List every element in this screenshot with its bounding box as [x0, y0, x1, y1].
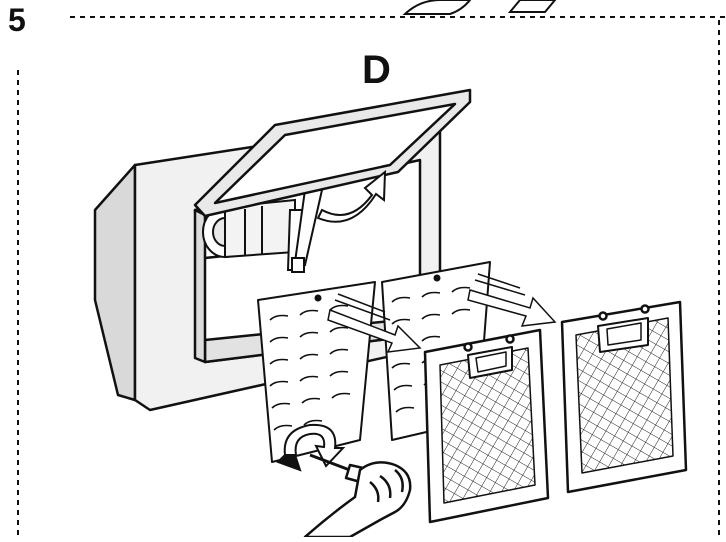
mesh-filter-back [560, 300, 688, 494]
step-number: 5 [8, 2, 26, 38]
rotate-knob-arrow [276, 423, 346, 472]
hand-with-screwdriver [303, 453, 412, 539]
lifted-top-panel [193, 88, 472, 218]
lift-arrow [316, 169, 387, 223]
fan-motor [202, 198, 296, 259]
mesh-filter-front [423, 328, 550, 524]
previous-step-hand-fragment [402, 0, 557, 15]
detail-label: D [362, 48, 391, 92]
remove-arrow-2 [467, 273, 557, 327]
remove-arrow-1 [327, 293, 422, 353]
